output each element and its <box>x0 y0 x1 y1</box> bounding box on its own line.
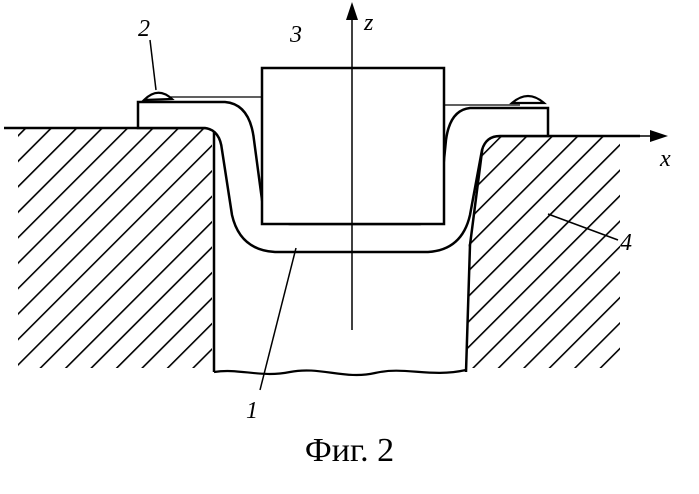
label-1: 1 <box>246 398 258 424</box>
label-3: 3 <box>289 22 302 48</box>
substrate-right-hatch <box>468 136 620 368</box>
label-2: 2 <box>138 16 150 42</box>
leader-1 <box>260 248 296 390</box>
label-z: z <box>363 10 374 36</box>
chip-3 <box>262 68 444 224</box>
bump-right <box>512 96 544 103</box>
x-axis-arrowhead <box>650 130 668 142</box>
z-axis-arrowhead <box>346 2 358 20</box>
break-line <box>214 370 466 375</box>
label-x: x <box>659 146 671 172</box>
substrate-left-hatch <box>18 128 212 368</box>
bump-left <box>144 93 172 100</box>
leader-2 <box>150 40 156 90</box>
figure-caption: Фиг. 2 <box>0 432 699 470</box>
label-4: 4 <box>620 230 632 256</box>
